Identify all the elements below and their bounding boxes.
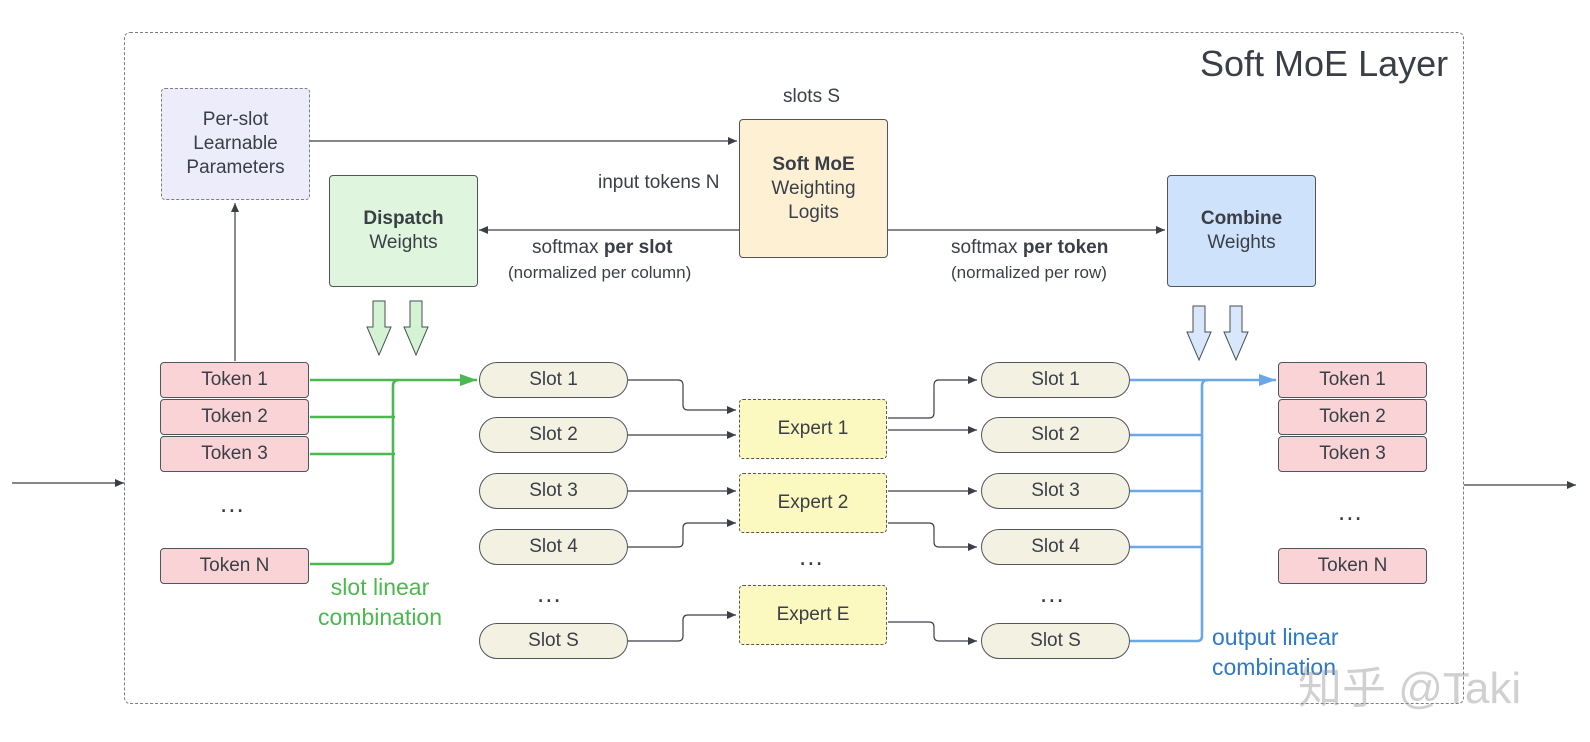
dispatch-down-arrow-2 (403, 300, 429, 357)
output-slot-4: Slot 4 (981, 529, 1130, 565)
softmax-per-slot-sub: (normalized per column) (508, 263, 692, 282)
input-slot-1: Slot 1 (479, 362, 628, 398)
input-slot-s: Slot S (479, 623, 628, 659)
softmax-per-token-bold: per token (1022, 237, 1109, 258)
expert-1: Expert 1 (739, 399, 887, 459)
input-tokens-ellipsis: ... (220, 488, 245, 518)
slot-combination-line-2: combination (318, 604, 443, 630)
softmax-per-token-prefix: softmax (951, 237, 1023, 258)
combine-combination-lines (1130, 374, 1276, 643)
soft-moe-logits-line-3: Logits (788, 201, 839, 223)
output-slot-1: Slot 1 (981, 362, 1130, 398)
softmax-per-token-label: softmax per token (951, 237, 1108, 259)
output-tokens-ellipsis: ... (1338, 496, 1363, 526)
soft-moe-logits-title: Soft MoE (772, 153, 855, 175)
layer-title: Soft MoE Layer (1200, 43, 1449, 84)
softmax-per-slot-prefix: softmax (532, 237, 604, 258)
slot-expert-connectors (628, 376, 977, 645)
input-token-3: Token 3 (160, 436, 309, 472)
softmax-per-slot-label: softmax per slot (532, 237, 672, 259)
input-slot-2: Slot 2 (479, 417, 628, 453)
per-slot-params-line-2: Learnable (193, 133, 278, 154)
output-combination-line-2: combination (1212, 654, 1337, 680)
slot-combination-line-1: slot linear (330, 574, 430, 600)
input-tokens-label: input tokens N (598, 172, 720, 193)
expert-e: Expert E (739, 585, 887, 645)
per-slot-params-line-3: Parameters (186, 157, 285, 178)
output-slot-3: Slot 3 (981, 473, 1130, 509)
expert-2: Expert 2 (739, 473, 887, 533)
output-linear-combination-label: output linear combination (1212, 622, 1339, 682)
slot-linear-combination-label: slot linear combination (318, 572, 442, 632)
output-combination-line-1: output linear (1212, 624, 1339, 650)
input-slot-3: Slot 3 (479, 473, 628, 509)
per-slot-parameters-box: Per-slot Learnable Parameters (161, 88, 310, 200)
softmax-per-token-sub: (normalized per row) (951, 263, 1107, 282)
input-token-2: Token 2 (160, 399, 309, 435)
combine-down-arrow-1 (1186, 305, 1212, 362)
combine-weights-title: Combine (1200, 208, 1283, 229)
softmax-per-slot-bold: per slot (603, 237, 673, 258)
combine-down-arrow-2 (1223, 305, 1249, 362)
combine-weights-box: Combine Weights (1167, 175, 1316, 287)
dispatch-weights-box: Dispatch Weights (329, 175, 478, 287)
watermark: 知乎 @Taki (1298, 664, 1522, 713)
dispatch-down-arrow-1 (366, 300, 392, 357)
combine-weights-sub: Weights (1207, 232, 1276, 253)
input-token-1: Token 1 (160, 362, 309, 398)
input-slot-4: Slot 4 (479, 529, 628, 565)
experts-ellipsis: ... (799, 541, 824, 571)
slots-label: slots S (783, 86, 841, 107)
output-token-n: Token N (1278, 548, 1427, 584)
dispatch-combination-lines (310, 374, 477, 566)
dispatch-weights-title: Dispatch (363, 208, 444, 229)
output-token-3: Token 3 (1278, 436, 1427, 472)
output-token-2: Token 2 (1278, 399, 1427, 435)
output-slot-2: Slot 2 (981, 417, 1130, 453)
dispatch-weights-sub: Weights (369, 232, 438, 253)
soft-moe-logits-line-2: Weighting (771, 177, 856, 199)
per-slot-params-line-1: Per-slot (202, 109, 269, 130)
input-slots-ellipsis: ... (537, 578, 562, 608)
output-slots-ellipsis: ... (1040, 578, 1065, 608)
output-slot-s: Slot S (981, 623, 1130, 659)
output-token-1: Token 1 (1278, 362, 1427, 398)
soft-moe-layer-frame (124, 32, 1464, 704)
soft-moe-logits-box: Soft MoE Weighting Logits (739, 119, 888, 258)
input-token-n: Token N (160, 548, 309, 584)
